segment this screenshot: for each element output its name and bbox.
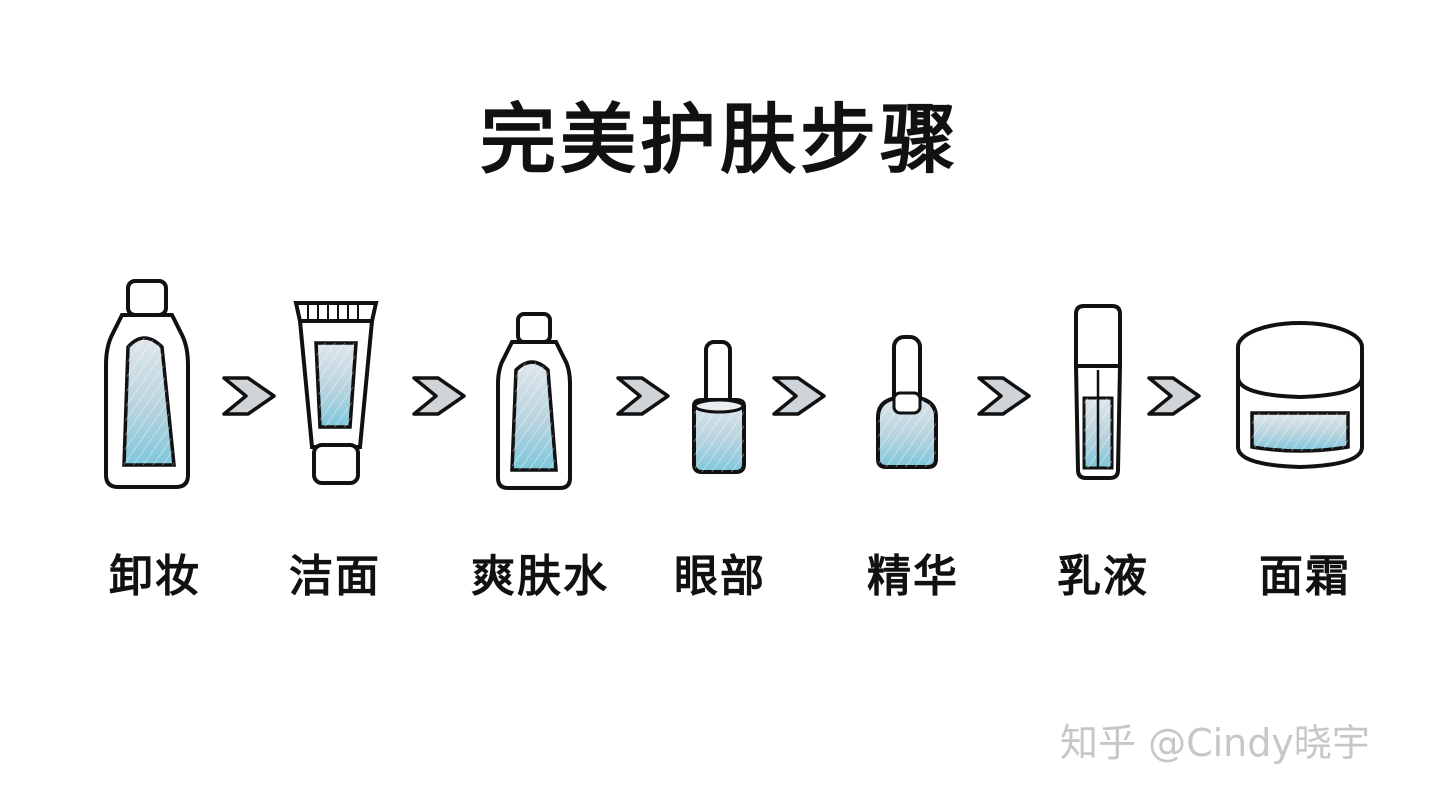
- serum-bottle-icon: [876, 335, 938, 469]
- toner-bottle-icon: [496, 312, 572, 490]
- step-label-eye: 眼部: [674, 551, 766, 602]
- step-label-makeup-removal: 卸妆: [109, 551, 201, 602]
- cleanser-tube-icon: [293, 301, 379, 485]
- watermark: 知乎 @Cindy晓宇: [1060, 721, 1370, 765]
- lotion-bottle-icon: [1073, 304, 1123, 480]
- chevron-right-icon: [977, 376, 1031, 416]
- step-label-cleansing: 洁面: [289, 551, 381, 602]
- eye-cream-bottle-icon: [692, 340, 746, 474]
- makeup-remover-bottle-icon: [104, 279, 190, 489]
- chevron-right-icon: [616, 376, 670, 416]
- chevron-right-icon: [772, 376, 826, 416]
- cream-jar-icon: [1236, 321, 1364, 470]
- step-label-toner: 爽肤水: [471, 551, 609, 602]
- chevron-right-icon: [222, 376, 276, 416]
- step-label-lotion: 乳液: [1057, 551, 1149, 602]
- step-label-cream: 面霜: [1259, 551, 1351, 602]
- chevron-right-icon: [412, 376, 466, 416]
- step-label-serum: 精华: [867, 551, 959, 602]
- diagram-title: 完美护肤步骤: [480, 95, 960, 184]
- chevron-right-icon: [1147, 376, 1201, 416]
